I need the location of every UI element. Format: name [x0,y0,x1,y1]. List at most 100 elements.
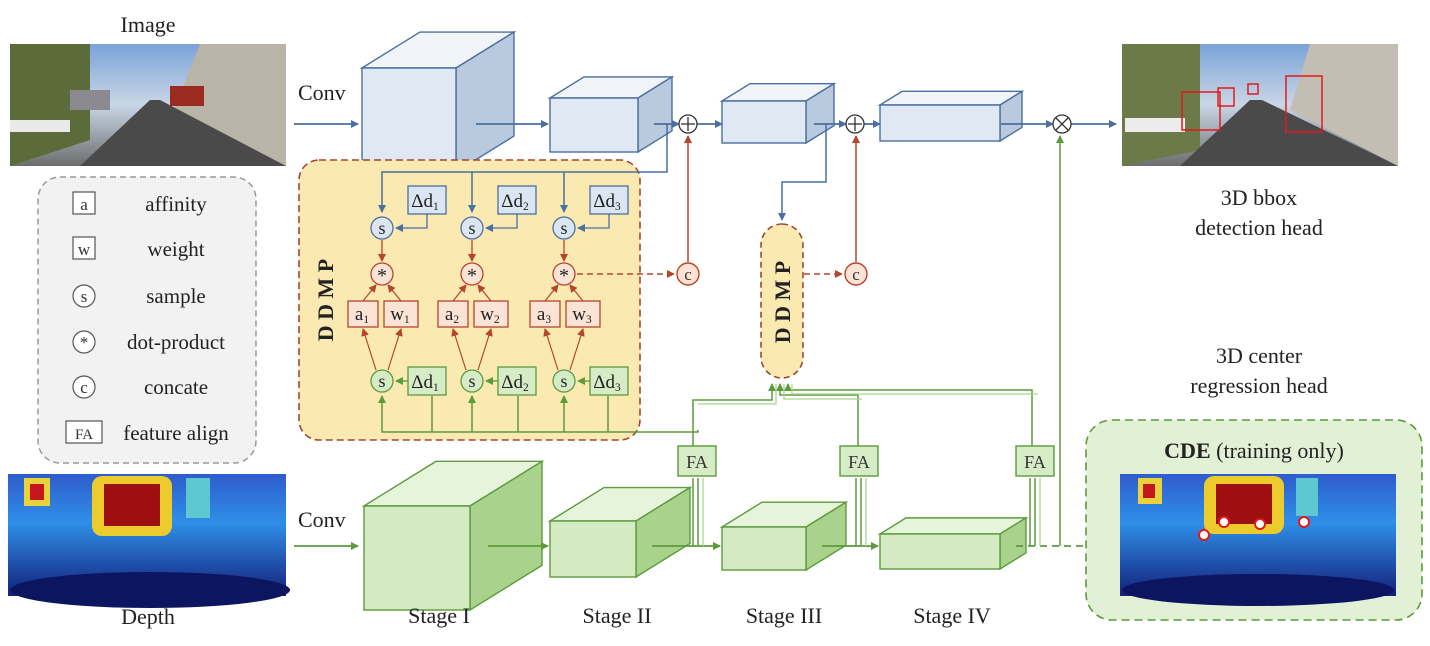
dot-product-node [370,262,394,286]
ddmp-pill-label: D D M P [770,261,795,343]
legend-item-concate: c concate [72,375,208,399]
svg-text:FA: FA [1024,452,1046,472]
weight-box [473,300,509,328]
svg-text:s: s [378,218,385,238]
plus-operator-2 [845,114,865,134]
blue-block-2 [547,75,675,154]
delta-label-top: Δd2 [501,191,529,213]
plus-operator-1 [678,114,698,134]
sample-node-top [552,216,576,240]
svg-text:*: * [467,265,477,287]
times-operator [1052,114,1072,134]
blue-feed-ddmp [378,124,668,213]
conv-bottom-label: Conv [298,507,346,532]
affinity-label: a1 [355,304,369,326]
weight-box [383,300,419,328]
affinity-label: a2 [445,304,459,326]
fa-box-2: FA [839,445,879,477]
legend-label: feature align [123,421,229,445]
sample-node-bottom [460,369,484,393]
legend-item-sample: s sample [72,284,206,308]
legend-symbol: c [80,378,88,397]
stage-labels: Stage I Stage II Stage III Stage IV [408,603,991,628]
ddmp-pill [760,223,804,379]
svg-text:c: c [684,265,692,284]
detection-head-label-1: 3D bbox [1221,185,1297,210]
sample-node-bottom [370,369,394,393]
ddmp-panel [298,159,641,441]
blue-block-4 [877,90,1025,143]
cde-title: CDE (training only) [1164,438,1344,463]
weight-label: w2 [480,304,500,326]
blue-feed-ddmp-pill [778,124,827,221]
svg-text:FA: FA [686,452,708,472]
sample-node-top [460,216,484,240]
fa-box-3: FA [1015,445,1055,477]
legend: a affinity w weight s sample * dot-product c conc… [65,191,229,445]
input-image [10,44,286,166]
delta-label-top: Δd3 [593,191,621,213]
weight-label: w1 [390,304,410,326]
legend-item-weight: w weight [72,236,205,261]
dot-product-node [460,262,484,286]
affinity-box [437,300,469,328]
delta-box-top [497,185,537,215]
legend-symbol: w [78,240,91,259]
center-head-label-1: 3D center [1216,343,1303,368]
legend-item-feature-align: FA feature align [65,420,229,445]
svg-text:s: s [560,218,567,238]
legend-symbol: s [81,287,88,306]
legend-label: concate [144,375,208,399]
depth-map [8,474,290,608]
weight-label: w3 [572,304,592,326]
ddmp-panel-label: D D M P [313,259,338,341]
legend-item-dot-product: * dot-product [72,330,225,354]
legend-symbol: FA [75,427,93,443]
svg-text:s: s [560,371,567,391]
delta-label-bottom: Δd2 [501,372,529,394]
delta-label-top: Δd1 [411,191,439,213]
legend-symbol: * [80,333,89,352]
image-backbone [359,30,1025,174]
center-head-label-2: regression head [1190,373,1327,398]
concat-node-1: c [676,262,700,286]
svg-text:*: * [377,265,387,287]
sample-node-bottom [552,369,576,393]
delta-label-bottom: Δd1 [411,372,439,394]
affinity-label: a3 [537,304,551,326]
stage-label-3: Stage III [746,603,822,628]
green-block-stage-2 [547,486,693,579]
detection-head-label-2: detection head [1195,215,1323,240]
legend-label: affinity [145,192,207,216]
delta-box-top [407,185,447,215]
legend-label: dot-product [127,330,225,354]
fa-connections-light [698,384,1041,546]
legend-symbol: a [80,195,88,214]
svg-text:s: s [468,218,475,238]
delta-box-bottom [407,366,447,396]
stage-label-4: Stage IV [913,603,991,628]
delta-label-bottom: Δd3 [593,372,621,394]
green-block-stage-4 [877,516,1029,571]
legend-item-affinity: a affinity [72,191,207,216]
green-block-stage-3 [719,500,849,572]
image-label: Image [121,12,176,37]
svg-text:c: c [852,265,860,284]
depth-backbone [361,460,1029,612]
affinity-box [529,300,561,328]
dot-product-node [552,262,576,286]
legend-label: weight [147,237,204,261]
stage-label-1: Stage I [408,603,470,628]
legend-label: sample [146,284,205,308]
stage-label-2: Stage II [582,603,651,628]
conv-top-label: Conv [298,80,346,105]
sample-node-top [370,216,394,240]
svg-text:FA: FA [848,452,870,472]
svg-text:s: s [468,371,475,391]
svg-text:s: s [378,371,385,391]
fa-box-1: FA [677,445,717,477]
